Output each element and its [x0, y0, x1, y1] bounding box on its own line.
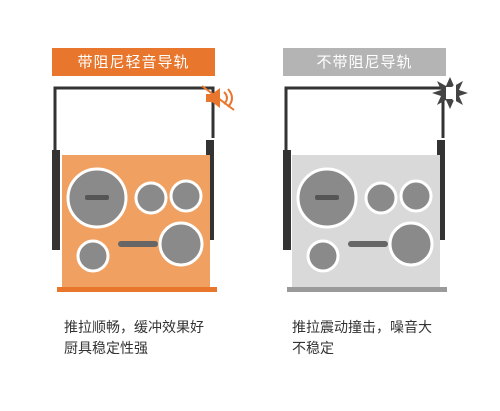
small-pot-2 — [399, 179, 433, 213]
undamped-drawer-illustration — [283, 77, 468, 292]
frying-pan — [388, 221, 434, 267]
left-slide-arm — [52, 150, 60, 250]
small-pot-3 — [306, 239, 340, 273]
caption-line-2: 不稳定 — [292, 341, 334, 357]
damped-rail-caption: 推拉顺畅，缓冲效果好 厨具稳定性强 — [64, 318, 244, 360]
damped-rail-panel: 带阻尼轻音导轨 推拉顺畅，缓冲效果好 厨具稳定性强 — [52, 48, 244, 360]
damped-rail-title: 带阻尼轻音导轨 — [52, 48, 215, 76]
caption-line-1: 推拉震动撞击，噪音大 — [292, 320, 432, 336]
drawer-base — [287, 287, 447, 292]
right-slide-arm — [437, 140, 445, 240]
small-pot-2 — [169, 179, 203, 213]
frying-pan — [158, 221, 204, 267]
pot-lid-handle — [315, 195, 339, 200]
small-pot-3 — [76, 239, 110, 273]
small-pot-1 — [364, 181, 398, 215]
left-slide-arm — [283, 150, 291, 250]
undamped-rail-caption: 推拉震动撞击，噪音大 不稳定 — [292, 318, 472, 360]
caption-line-1: 推拉顺畅，缓冲效果好 — [64, 320, 204, 336]
pan-handle — [118, 241, 158, 247]
pot-lid-handle — [85, 195, 109, 200]
drawer-base — [57, 287, 217, 292]
small-pot-1 — [134, 181, 168, 215]
caption-line-2: 厨具稳定性强 — [64, 341, 148, 357]
damped-drawer-illustration — [52, 85, 235, 292]
quiet-speaker-icon — [201, 85, 235, 111]
undamped-rail-title: 不带阻尼导轨 — [283, 48, 446, 76]
noise-burst-icon — [432, 77, 468, 109]
undamped-rail-panel: 不带阻尼导轨 推拉震动撞击，噪音大 不稳定 — [250, 0, 500, 411]
pan-handle — [348, 241, 388, 247]
